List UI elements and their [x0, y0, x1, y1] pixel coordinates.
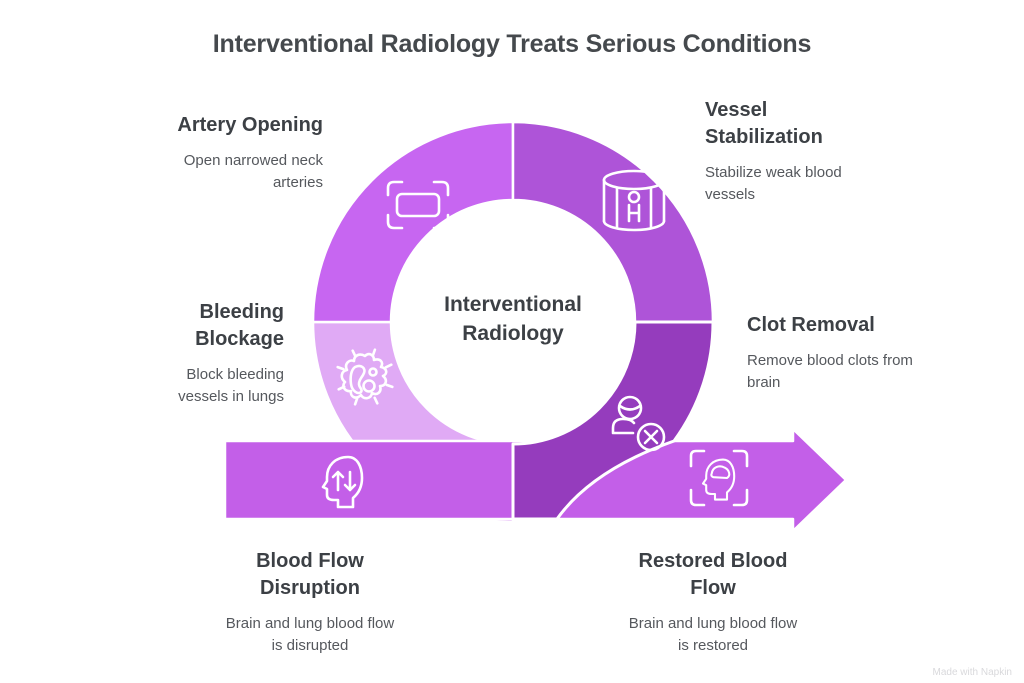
- section-bleeding-blockage: Bleeding Blockage Block bleeding vessels…: [144, 299, 284, 408]
- quadrant-top-left: [311, 120, 515, 324]
- section-restored-blood-flow: Restored Blood Flow Brain and lung blood…: [628, 548, 798, 657]
- section-heading: Vessel Stabilization: [705, 99, 823, 148]
- section-description: Open narrowed neck arteries: [183, 152, 323, 191]
- section-description: Remove blood clots from brain: [747, 352, 913, 391]
- section-vessel-stabilization: Vessel Stabilization Stabilize weak bloo…: [705, 97, 875, 206]
- cell-germ-icon: [336, 348, 394, 406]
- section-blood-flow-disruption: Blood Flow Disruption Brain and lung blo…: [225, 548, 395, 657]
- vessel-cylinder-icon: [602, 169, 666, 232]
- section-artery-opening: Artery Opening Open narrowed neck arteri…: [148, 112, 323, 194]
- stent-frame-icon: [386, 180, 450, 230]
- section-description: Block bleeding vessels in lungs: [178, 366, 284, 405]
- section-heading: Blood Flow Disruption: [256, 550, 364, 599]
- section-description: Stabilize weak blood vessels: [705, 164, 842, 203]
- section-heading: Artery Opening: [177, 114, 323, 136]
- section-description: Brain and lung blood flow is restored: [628, 615, 798, 654]
- page-title: Interventional Radiology Treats Serious …: [212, 30, 812, 58]
- ring-center-label: Interventional Radiology: [444, 293, 582, 346]
- section-heading: Restored Blood Flow: [638, 550, 788, 599]
- section-heading: Clot Removal: [747, 314, 875, 336]
- head-brain-scan-icon: [689, 449, 749, 507]
- watermark: Made with Napkin: [932, 667, 1012, 678]
- quadrant-top-right: [511, 120, 715, 324]
- patient-clot-removed-icon: [611, 395, 666, 452]
- section-description: Brain and lung blood flow is disrupted: [225, 615, 395, 654]
- head-flow-arrows-icon: [321, 455, 364, 509]
- quadrant-bottom-right: [511, 320, 715, 521]
- section-heading: Bleeding Blockage: [195, 301, 284, 350]
- section-clot-removal: Clot Removal Remove blood clots from bra…: [747, 312, 922, 394]
